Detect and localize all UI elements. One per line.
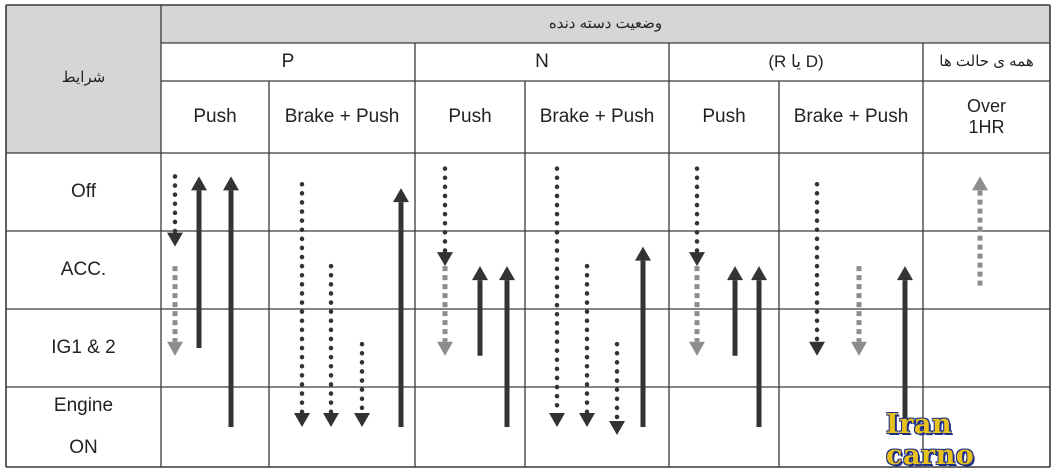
arrow-solid-up (393, 188, 409, 427)
arrow-dotted-down (579, 263, 595, 427)
arrow-head (354, 413, 370, 427)
arrow-solid-up (751, 266, 767, 427)
arrow-head (635, 246, 651, 261)
arrow-head (579, 413, 595, 427)
arrow-head (323, 413, 339, 427)
arrow-dotted-down (689, 166, 705, 267)
arrow-solid-up (635, 246, 651, 427)
sub-col-dr-brake-push: Brake + Push (793, 106, 909, 128)
arrow-head (223, 176, 239, 191)
gear-group-d-or-r: (D یا R) (768, 52, 824, 72)
arrow-dashed-down (689, 266, 705, 356)
gear-group-all: همه ی حالت ها (939, 53, 1034, 71)
arrow-dotted-down (437, 166, 453, 267)
arrow-dashed-down (437, 266, 453, 356)
arrow-dotted-down (809, 181, 825, 356)
sub-col-n-push: Push (448, 106, 492, 128)
watermark-logo: Iran carno (886, 409, 975, 471)
arrow-head (809, 341, 825, 356)
arrow-dotted-down (167, 174, 183, 247)
conditions-header-bg (6, 5, 161, 153)
diagram-title: وضعیت دسته دنده (548, 15, 663, 33)
gear-group-p: P (281, 51, 295, 73)
arrow-solid-up (191, 176, 207, 348)
row-label-ig: IG1 & 2 (51, 337, 116, 359)
row-label-acc: ACC. (60, 259, 107, 281)
arrow-head (689, 341, 705, 356)
arrow-head (549, 413, 565, 427)
arrow-head (897, 266, 913, 281)
arrow-head (294, 413, 310, 427)
arrow-dashed-up (972, 176, 988, 286)
header-title-bg (6, 5, 1050, 43)
arrow-head (851, 341, 867, 356)
arrow-head (191, 176, 207, 191)
gear-group-n: N (535, 51, 549, 73)
arrow-dotted-down (354, 341, 370, 427)
arrow-solid-up (897, 266, 913, 427)
arrow-head (689, 252, 705, 267)
arrow-solid-up (499, 266, 515, 427)
arrow-head (727, 266, 743, 281)
conditions-header: شرایط (61, 69, 106, 87)
arrow-solid-up (472, 266, 488, 356)
arrows-layer (167, 166, 988, 435)
table-grid-lines (5, 4, 1051, 468)
arrow-head (972, 176, 988, 191)
arrow-head (499, 266, 515, 281)
row-label-engine-on: Engine ON (53, 395, 114, 458)
arrow-head (167, 341, 183, 356)
sub-col-p-brake-push: Brake + Push (284, 106, 400, 128)
arrow-head (472, 266, 488, 281)
arrow-head (751, 266, 767, 281)
arrow-head (167, 232, 183, 247)
arrow-dotted-down (549, 166, 565, 427)
arrow-dashed-down (167, 266, 183, 356)
arrow-dotted-down (323, 263, 339, 427)
arrow-dashed-down (851, 266, 867, 356)
arrow-head (437, 341, 453, 356)
arrow-dotted-down (609, 341, 625, 435)
sub-col-dr-push: Push (702, 106, 746, 128)
arrow-solid-up (727, 266, 743, 356)
arrow-head (393, 188, 409, 203)
row-label-off: Off (71, 181, 96, 203)
arrow-head (437, 252, 453, 267)
arrow-solid-up (223, 176, 239, 427)
arrow-dotted-down (294, 181, 310, 427)
sub-col-n-brake-push: Brake + Push (539, 106, 655, 128)
arrow-head (609, 421, 625, 435)
sub-col-over-1hr: Over 1HR (966, 96, 1006, 137)
sub-col-p-push: Push (193, 106, 237, 128)
